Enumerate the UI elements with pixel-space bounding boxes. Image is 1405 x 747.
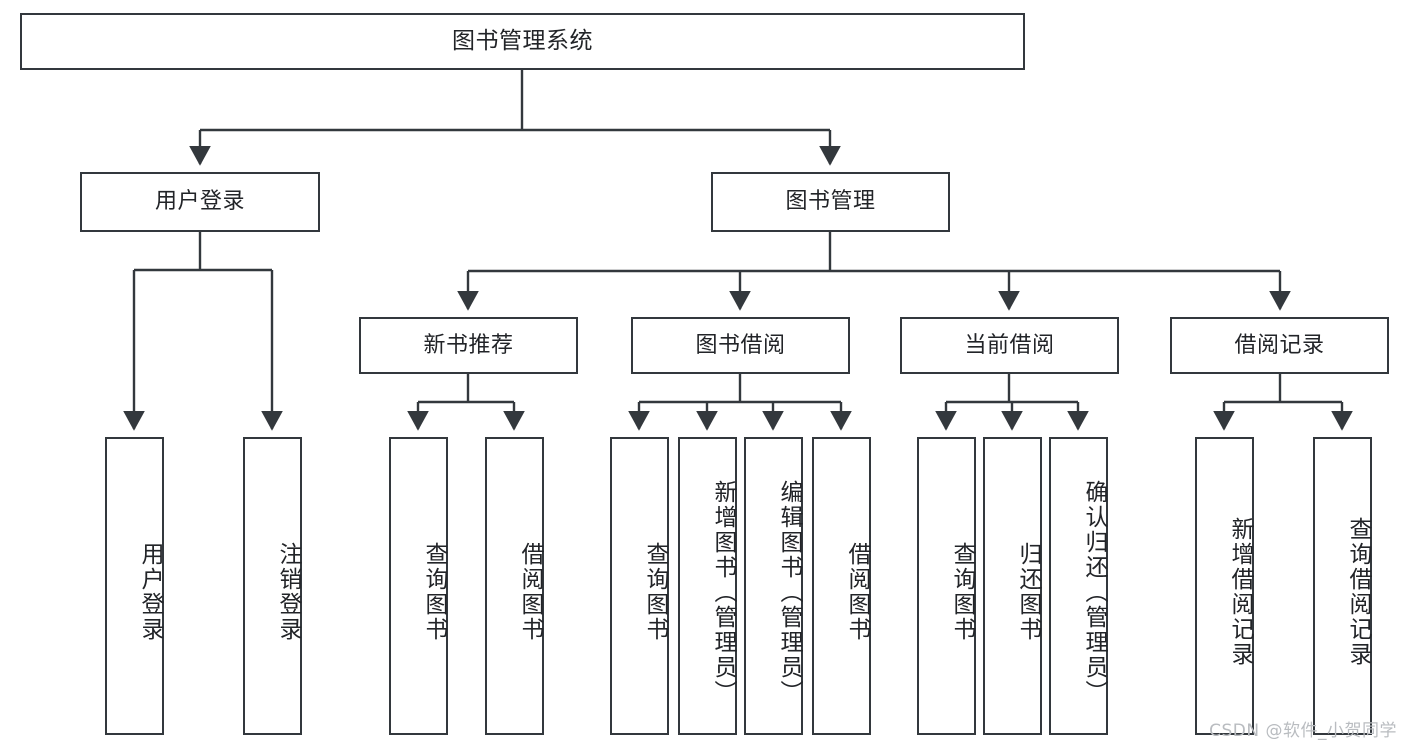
node-leaf-query-book-2[interactable]: 查询图书 (610, 437, 669, 735)
node-leaf-confirm-return[interactable]: 确认归还（管理员） (1049, 437, 1108, 735)
node-book-manage[interactable]: 图书管理 (711, 172, 950, 232)
node-leaf-borrow-book-2[interactable]: 借阅图书 (812, 437, 871, 735)
node-leaf-query-book-2-label: 查询图书 (642, 542, 668, 642)
node-leaf-add-book-label: 新增图书（管理员） (710, 479, 736, 705)
csdn-watermark: CSDN @软件_小贺同学 (1209, 721, 1397, 741)
node-user-login-label: 用户登录 (154, 189, 245, 215)
node-leaf-borrow-book-1[interactable]: 借阅图书 (485, 437, 544, 735)
node-leaf-borrow-book-1-label: 借阅图书 (517, 542, 543, 642)
node-root[interactable]: 图书管理系统 (20, 13, 1025, 70)
node-current-borrow[interactable]: 当前借阅 (900, 317, 1119, 374)
node-leaf-query-book-1[interactable]: 查询图书 (389, 437, 448, 735)
node-book-borrow[interactable]: 图书借阅 (631, 317, 850, 374)
node-leaf-edit-book[interactable]: 编辑图书（管理员） (744, 437, 803, 735)
node-current-borrow-label: 当前借阅 (964, 332, 1055, 358)
node-leaf-user-login[interactable]: 用户登录 (105, 437, 164, 735)
node-leaf-add-record[interactable]: 新增借阅记录 (1195, 437, 1254, 735)
node-root-label: 图书管理系统 (452, 28, 593, 55)
node-book-manage-label: 图书管理 (785, 189, 876, 215)
node-new-book-rec[interactable]: 新书推荐 (359, 317, 578, 374)
node-leaf-borrow-book-2-label: 借阅图书 (844, 542, 870, 642)
node-user-login[interactable]: 用户登录 (80, 172, 320, 232)
node-borrow-record[interactable]: 借阅记录 (1170, 317, 1389, 374)
node-leaf-return-book[interactable]: 归还图书 (983, 437, 1042, 735)
node-leaf-query-record-label: 查询借阅记录 (1345, 517, 1371, 667)
node-leaf-return-book-label: 归还图书 (1015, 542, 1041, 642)
node-new-book-rec-label: 新书推荐 (423, 332, 514, 358)
node-leaf-confirm-return-label: 确认归还（管理员） (1081, 479, 1107, 705)
node-leaf-add-record-label: 新增借阅记录 (1227, 517, 1253, 667)
node-leaf-query-record[interactable]: 查询借阅记录 (1313, 437, 1372, 735)
node-leaf-query-book-3-label: 查询图书 (949, 542, 975, 642)
node-book-borrow-label: 图书借阅 (695, 332, 786, 358)
node-leaf-add-book[interactable]: 新增图书（管理员） (678, 437, 737, 735)
node-leaf-logout-label: 注销登录 (275, 542, 301, 642)
node-borrow-record-label: 借阅记录 (1234, 332, 1325, 358)
node-leaf-query-book-1-label: 查询图书 (421, 542, 447, 642)
node-leaf-query-book-3[interactable]: 查询图书 (917, 437, 976, 735)
node-leaf-user-login-label: 用户登录 (137, 542, 163, 642)
node-leaf-edit-book-label: 编辑图书（管理员） (776, 479, 802, 705)
node-leaf-logout[interactable]: 注销登录 (243, 437, 302, 735)
